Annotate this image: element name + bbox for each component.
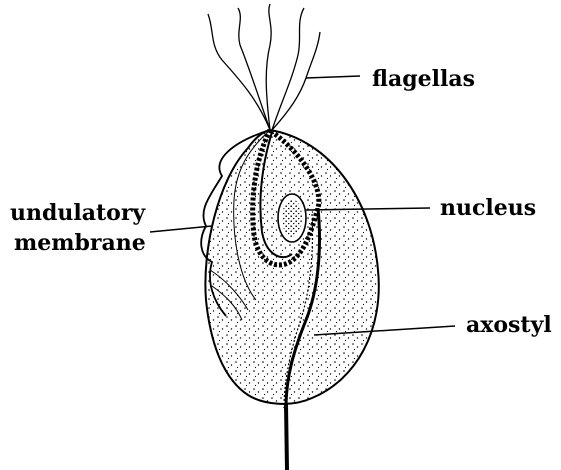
cell-body <box>201 130 379 404</box>
label-nucleus: nucleus <box>440 195 536 221</box>
label-axostyl: axostyl <box>466 312 552 338</box>
flagella <box>208 4 320 130</box>
label-undulatory: undulatory <box>10 200 146 226</box>
nucleus <box>278 194 306 242</box>
leader-flagellas <box>306 76 360 78</box>
label-flagellas: flagellas <box>372 66 475 92</box>
label-membrane: membrane <box>14 230 146 256</box>
